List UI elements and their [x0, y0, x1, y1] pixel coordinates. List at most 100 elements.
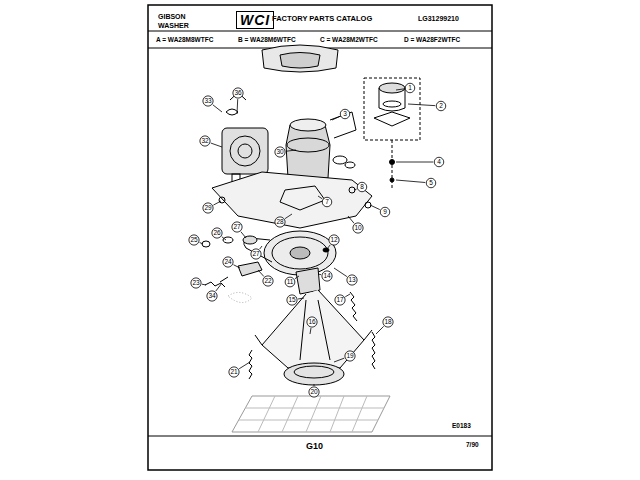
callout-number: 25	[190, 237, 197, 244]
page-frame	[148, 5, 492, 470]
header-text: D = WA28F2WTFC	[404, 37, 460, 44]
leader-line	[285, 214, 292, 219]
callout-number: 20	[310, 389, 317, 396]
callout-circle	[232, 222, 242, 232]
callout-circle	[335, 295, 345, 305]
callout-number: 30	[276, 149, 283, 156]
leader-line	[258, 270, 264, 276]
drawing	[202, 45, 420, 432]
callout-number: 34	[208, 293, 215, 300]
leader-line	[260, 246, 262, 249]
callout-circle	[251, 249, 261, 259]
leader-line	[396, 180, 425, 183]
header-text: C = WA28M2WTFC	[320, 37, 378, 44]
callout-number: 16	[308, 319, 315, 326]
callout-number: 19	[346, 353, 353, 360]
header-text: G10	[306, 442, 323, 451]
callout-circle	[229, 367, 239, 377]
callout-circle	[436, 101, 446, 111]
callout-number: 13	[348, 277, 355, 284]
callout-circle	[275, 147, 285, 157]
callout-number: 14	[323, 273, 330, 280]
leader-line	[370, 205, 380, 210]
leader-line	[318, 196, 322, 199]
leader-line	[222, 237, 226, 240]
callout-number: 1	[408, 85, 412, 92]
callout-number: 11	[287, 279, 294, 286]
header-text: GIBSON	[158, 13, 186, 20]
callout-circle	[357, 182, 367, 192]
leader-line	[334, 358, 344, 362]
leader-line	[241, 232, 246, 238]
leader-line	[348, 216, 354, 223]
callout-number: 8	[360, 184, 364, 191]
callout-circle	[263, 276, 273, 286]
callout-circle	[405, 83, 415, 93]
footer-rule	[148, 436, 492, 437]
catalog-logo: WCI	[236, 11, 274, 29]
callout-number: 15	[288, 297, 295, 304]
leader-line	[239, 362, 250, 369]
callout-number: 29	[204, 205, 211, 212]
callout-number: 17	[336, 297, 343, 304]
callout-number: 9	[383, 209, 387, 216]
leader-line	[233, 265, 240, 268]
callout-circle	[347, 275, 357, 285]
callout-circle	[223, 257, 233, 267]
header-text: LG31299210	[418, 15, 459, 22]
callout-number: 33	[204, 98, 211, 105]
leader-line	[298, 298, 304, 300]
leader-line	[376, 326, 384, 334]
callout-number: 23	[192, 280, 199, 287]
header-text: 7/90	[466, 442, 479, 449]
callout-number: 18	[384, 319, 391, 326]
header-text: A = WA28M8WTFC	[156, 37, 213, 44]
leader-line	[310, 328, 312, 334]
callout-number: 27	[252, 251, 259, 258]
callout-number: 2	[439, 103, 443, 110]
callout-circle	[191, 278, 201, 288]
callout-circle	[200, 136, 210, 146]
callout-number: 10	[354, 225, 361, 232]
leader-line	[354, 189, 357, 191]
leader-line	[334, 268, 347, 277]
callout-number: 32	[201, 138, 208, 145]
callout-circle	[307, 317, 317, 327]
callout-number: 3	[343, 111, 347, 118]
callout-circle	[345, 351, 355, 361]
leader-line	[286, 150, 296, 151]
callout-number: 24	[224, 259, 231, 266]
leader-line	[327, 245, 330, 249]
leader-line	[216, 283, 222, 291]
header-text: E0183	[452, 423, 471, 430]
leader-line	[408, 104, 435, 106]
header-text: WASHER	[158, 22, 189, 29]
callout-circle	[233, 88, 243, 98]
leader-line	[332, 116, 340, 120]
callout-number: 27	[233, 224, 240, 231]
callout-number: 22	[264, 278, 271, 285]
callout-circle	[340, 109, 350, 119]
header-rule	[148, 31, 492, 32]
callout-circle	[212, 228, 222, 238]
callout-circle	[207, 291, 217, 301]
callout-number: 12	[330, 237, 337, 244]
callout-circle	[203, 96, 213, 106]
leader-line	[237, 99, 239, 114]
callout-circle	[322, 197, 332, 207]
callout-circle	[189, 235, 199, 245]
leader-line	[202, 284, 206, 286]
callout-number: 21	[230, 369, 237, 376]
callout-circle	[426, 178, 436, 188]
leader-line	[213, 105, 222, 112]
header-text: FACTORY PARTS CATALOG	[272, 15, 372, 23]
callout-number: 26	[213, 230, 220, 237]
callout-circle	[329, 235, 339, 245]
leader-line	[213, 201, 221, 205]
callout-circle	[322, 271, 332, 281]
callout-circle	[353, 223, 363, 233]
callout-number: 5	[429, 180, 433, 187]
callout-circle	[434, 157, 444, 167]
header-text: B = WA28M6WTFC	[238, 37, 296, 44]
